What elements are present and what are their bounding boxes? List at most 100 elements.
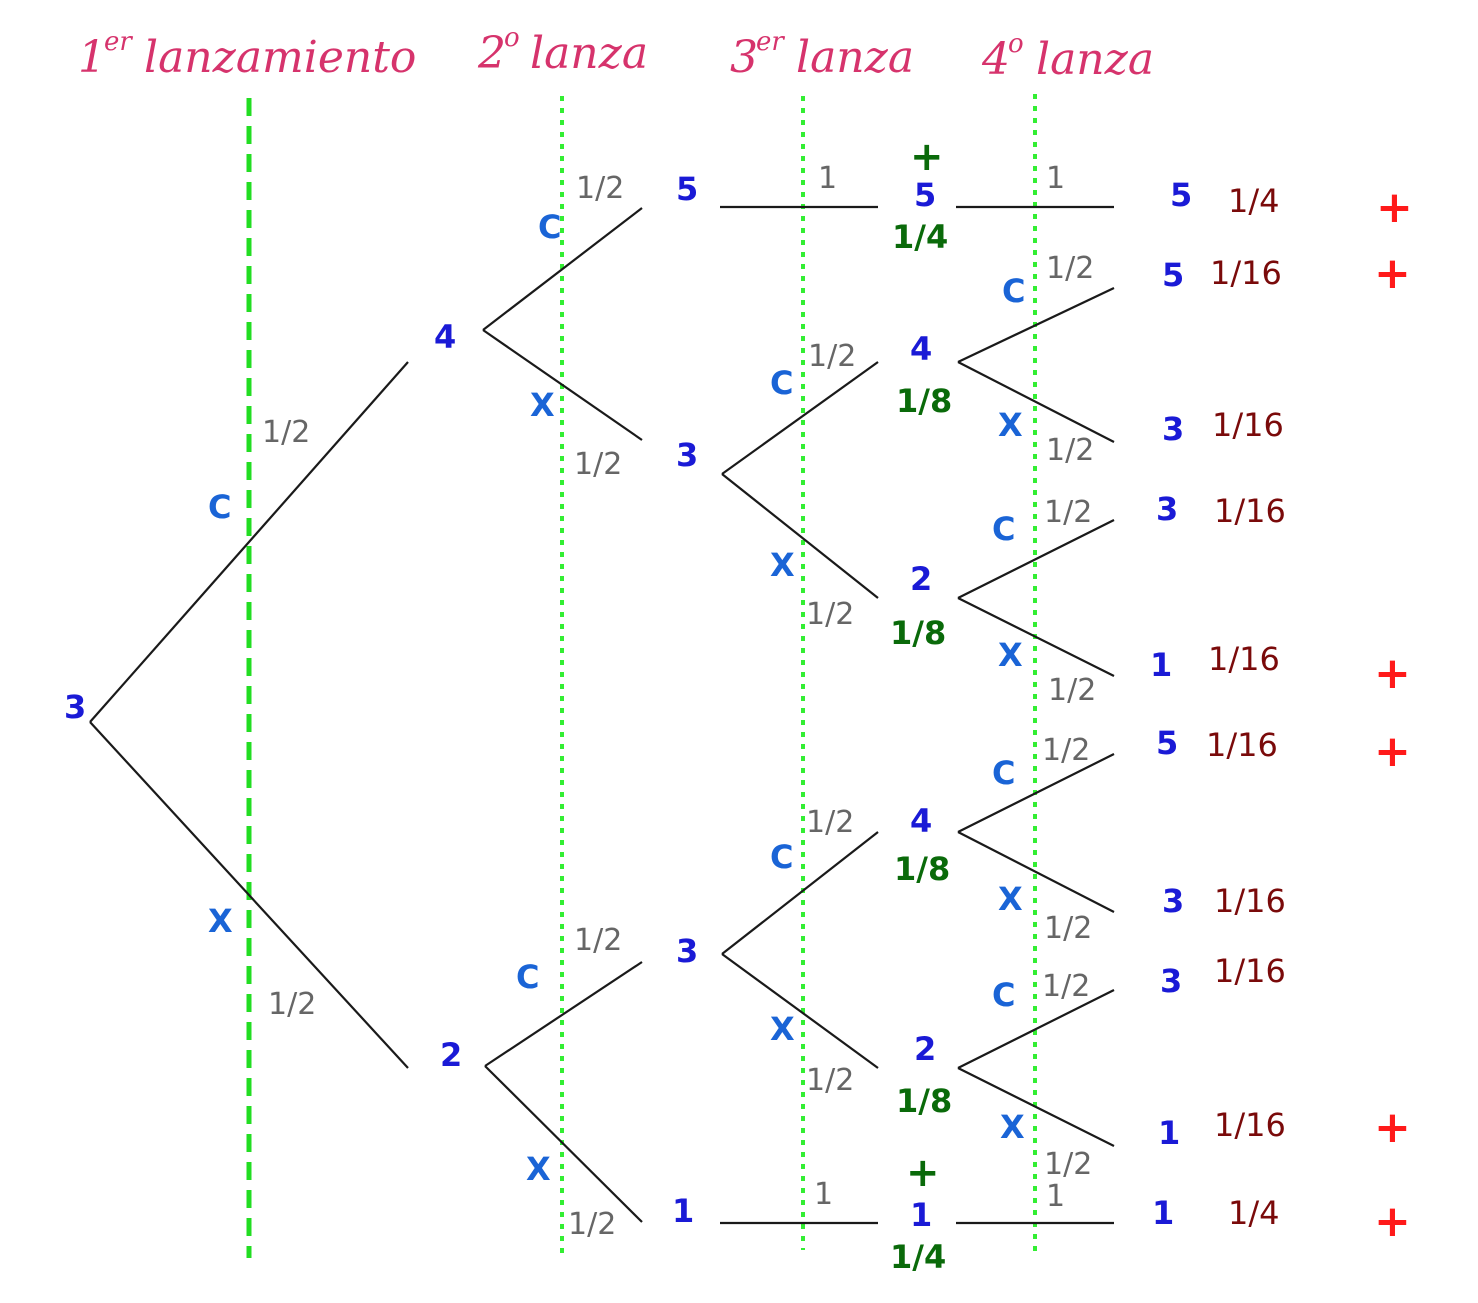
edge-2-heads	[484, 961, 643, 1067]
final-prob: 1/16	[1208, 640, 1280, 678]
cumulative-prob-l3-b: 1/8	[896, 382, 952, 420]
coin-label-tails: X	[208, 902, 233, 940]
node-l3-e: 2	[914, 1030, 936, 1068]
final-outcome-row: 3 1/16	[1156, 490, 1286, 530]
branch-prob: 1/2	[806, 1063, 854, 1098]
node-l1-top: 4	[434, 318, 456, 356]
final-value: 3	[1162, 410, 1184, 448]
final-value: 5	[1162, 256, 1184, 294]
branch-prob: 1/2	[1044, 495, 1092, 530]
coin-label-tails: X	[998, 880, 1023, 918]
header-4-num: 4	[981, 34, 1010, 85]
node-l3-a: 5	[914, 176, 936, 214]
coin-label-heads: C	[992, 510, 1015, 548]
edge-root-heads	[89, 361, 409, 723]
coin-label-tails: X	[530, 386, 555, 424]
header-2-sup: o	[504, 23, 520, 53]
header-1: 1 er lanzamiento	[78, 27, 416, 83]
node-l1-bottom: 2	[440, 1036, 462, 1074]
node-l2-a: 5	[676, 170, 698, 208]
coin-label-heads: C	[538, 208, 561, 246]
header-4-sup: o	[1008, 29, 1024, 59]
header-2: 2 o lanza	[477, 23, 648, 79]
branch-prob: 1/2	[1044, 1147, 1092, 1182]
branch-prob: 1/2	[574, 447, 622, 482]
final-prob: 1/4	[1228, 1194, 1280, 1232]
edge-4-heads	[482, 207, 643, 331]
plus-sign-green: +	[910, 134, 944, 180]
edge-4b-tails	[957, 831, 1115, 913]
header-4-text: lanza	[1036, 34, 1154, 85]
final-value: 5	[1170, 176, 1192, 214]
header-1-text: lanzamiento	[144, 32, 416, 83]
final-prob: 1/16	[1212, 406, 1284, 444]
branch-prob: 1	[1046, 161, 1065, 196]
branch-prob: 1/2	[806, 597, 854, 632]
branch-prob: 1/2	[574, 923, 622, 958]
final-outcome-row: 5 1/16 +	[1156, 724, 1411, 777]
header-2-text: lanza	[530, 28, 648, 79]
cumulative-prob-l3-f: 1/4	[890, 1238, 946, 1276]
header-4: 4 o lanza	[981, 29, 1154, 85]
final-outcome-row: 3 1/16	[1162, 882, 1286, 920]
final-value: 1	[1152, 1194, 1174, 1232]
plus-sign-red: +	[1376, 182, 1413, 233]
coin-label-tails: X	[770, 1010, 795, 1048]
final-value: 1	[1158, 1114, 1180, 1152]
edge-4a-heads	[957, 287, 1115, 363]
header-3-num: 3	[730, 32, 758, 83]
final-prob: 1/16	[1214, 952, 1286, 990]
header-1-sup: er	[104, 27, 133, 57]
plus-sign-red: +	[1374, 248, 1411, 299]
node-l2-d: 1	[672, 1192, 694, 1230]
coin-label-heads: C	[208, 488, 231, 526]
branch-prob: 1/2	[806, 805, 854, 840]
edge-3b-tails	[721, 953, 879, 1069]
branch-prob: 1/2	[568, 1207, 616, 1242]
header-3-sup: er	[756, 27, 785, 57]
cumulative-prob-l3-c: 1/8	[890, 614, 946, 652]
branch-prob: 1/2	[576, 171, 624, 206]
final-prob: 1/16	[1210, 254, 1282, 292]
header-1-num: 1	[78, 32, 106, 83]
node-l3-f: 1	[910, 1196, 932, 1234]
branch-prob: 1/2	[262, 415, 310, 450]
coin-label-tails: X	[998, 406, 1023, 444]
final-prob: 1/16	[1214, 1106, 1286, 1144]
final-value: 3	[1156, 490, 1178, 528]
final-outcome-row: 3 1/16	[1162, 406, 1284, 448]
coin-label-tails: X	[998, 636, 1023, 674]
branch-prob: 1	[814, 1177, 833, 1212]
final-outcome-row: 5 1/16 +	[1162, 248, 1411, 299]
branch-prob: 1/2	[1046, 433, 1094, 468]
node-root: 3	[64, 688, 86, 726]
plus-sign-red: +	[1374, 1102, 1411, 1153]
plus-sign-green: +	[906, 1150, 940, 1196]
edge-4-tails	[482, 329, 643, 441]
branch-prob: 1/2	[268, 987, 316, 1022]
plus-sign-red: +	[1374, 726, 1411, 777]
edge-4a-tails	[957, 361, 1115, 443]
branch-prob: 1/2	[1048, 673, 1096, 708]
final-value: 1	[1150, 646, 1172, 684]
final-outcome-row: 1 1/4 +	[1152, 1194, 1411, 1247]
coin-label-heads: C	[992, 976, 1015, 1014]
edge-2-tails	[484, 1065, 643, 1223]
coin-label-tails: X	[526, 1150, 551, 1188]
branch-prob: 1/2	[1044, 911, 1092, 946]
node-l3-d: 4	[910, 802, 932, 840]
final-prob: 1/16	[1214, 882, 1286, 920]
final-outcome-row: 5 1/4 +	[1170, 176, 1413, 233]
branch-prob: 1	[818, 161, 837, 196]
final-value: 5	[1156, 724, 1178, 762]
header-2-num: 2	[477, 28, 506, 79]
node-l2-b: 3	[676, 436, 698, 474]
cumulative-prob-l3-e: 1/8	[896, 1082, 952, 1120]
edge-2b-heads	[957, 989, 1115, 1069]
final-prob: 1/16	[1214, 492, 1286, 530]
edge-3b-heads	[721, 831, 879, 955]
edge-2a-tails	[957, 597, 1115, 677]
edge-root-tails	[89, 721, 409, 1069]
cumulative-prob-l3-d: 1/8	[894, 850, 950, 888]
